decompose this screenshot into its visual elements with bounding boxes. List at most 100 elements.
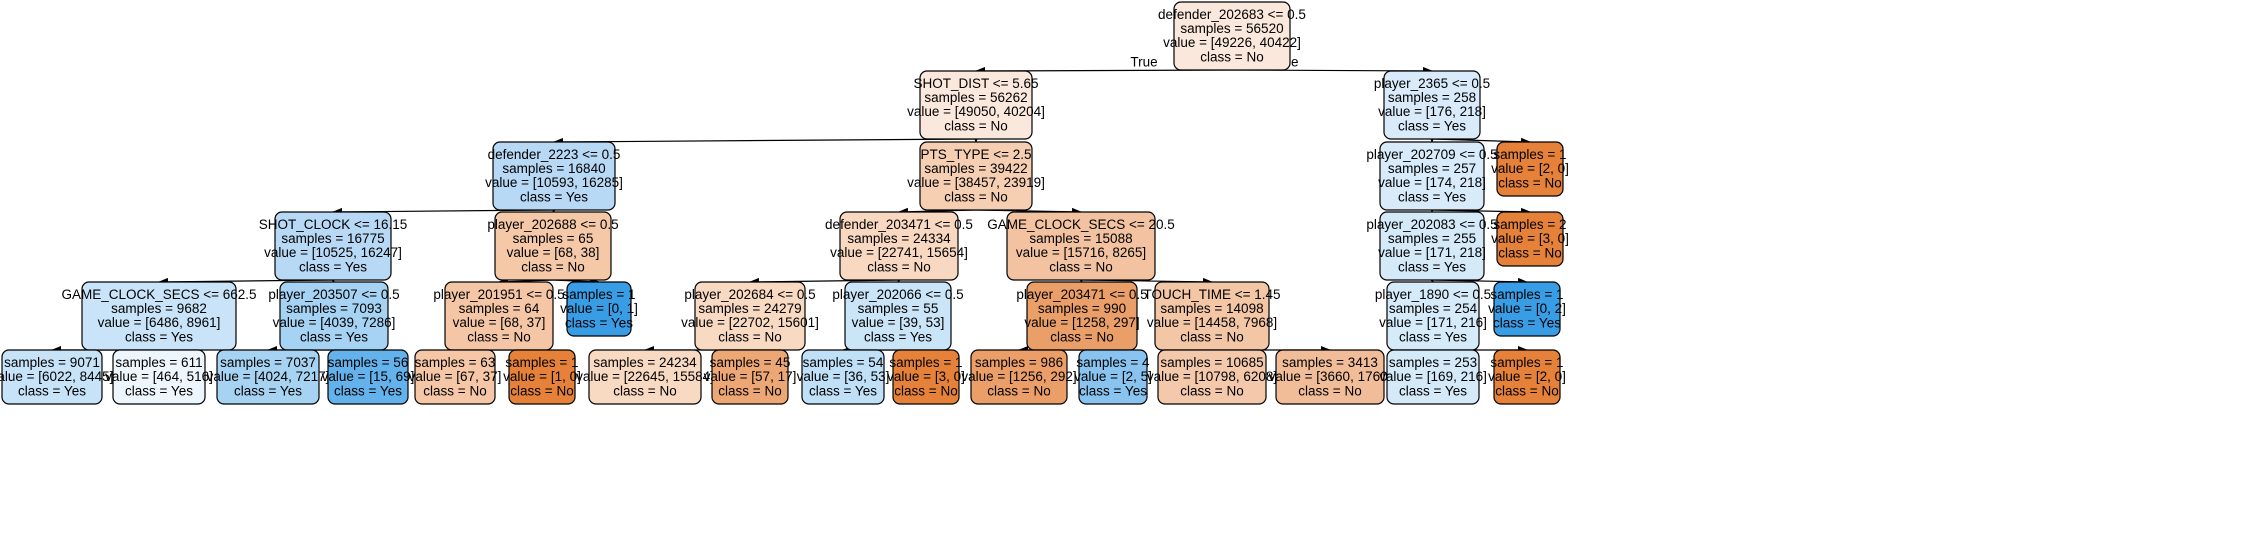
node-text-line: value = [0, 2] — [1488, 301, 1566, 316]
node-text-line: samples = 253 — [1389, 355, 1477, 370]
edge-label-true: True — [1130, 55, 1157, 70]
node-text-line: samples = 255 — [1388, 231, 1476, 246]
node-text-line: samples = 257 — [1388, 161, 1476, 176]
node-text-line: player_2365 <= 0.5 — [1374, 76, 1490, 91]
node-text-line: class = Yes — [1079, 383, 1147, 398]
node-box — [508, 349, 576, 405]
node-text-line: samples = 16775 — [281, 231, 384, 246]
node-text-line: samples = 54 — [803, 355, 884, 370]
node-text-line: class = Yes — [334, 383, 402, 398]
node-box — [112, 349, 206, 405]
node-text-line: value = [2, 0] — [1488, 369, 1566, 384]
node-box — [1275, 349, 1385, 405]
node-text-line: class = Yes — [1398, 118, 1466, 133]
node-text-line: class = No — [510, 383, 573, 398]
node-text-line: class = No — [867, 259, 930, 274]
node-box — [1493, 349, 1561, 405]
node-text-line: samples = 611 — [115, 355, 202, 370]
node-box — [1379, 141, 1485, 211]
node-text-line: samples = 56520 — [1180, 21, 1283, 36]
node-text-line: class = No — [1050, 329, 1113, 344]
node-text-line: player_202066 <= 0.5 — [832, 287, 963, 302]
node-box — [1157, 349, 1267, 405]
node-text-line: samples = 16840 — [502, 161, 605, 176]
node-text-line: GAME_CLOCK_SECS <= 20.5 — [987, 217, 1175, 232]
node-text-line: samples = 4 — [1076, 355, 1150, 370]
node-text-line: value = [22702, 15601] — [681, 315, 819, 330]
node-text-line: value = [4039, 7286] — [273, 315, 396, 330]
node-text-line: samples = 2 — [1493, 217, 1566, 232]
node-text-line: value = [10525, 16247] — [264, 245, 402, 260]
node-box — [1496, 211, 1564, 267]
node-text-line: TOUCH_TIME <= 1.45 — [1143, 287, 1280, 302]
node-text-line: player_202684 <= 0.5 — [684, 287, 815, 302]
node-text-line: value = [464, 516] — [105, 369, 213, 384]
node-text-line: class = No — [1049, 259, 1112, 274]
node-text-line: samples = 986 — [975, 355, 1063, 370]
node-text-line: class = No — [1498, 175, 1561, 190]
node-text-line: value = [171, 218] — [1378, 245, 1486, 260]
node-box — [566, 281, 632, 337]
node-box — [588, 349, 702, 405]
node-text-line: defender_202683 <= 0.5 — [1158, 7, 1306, 22]
node-box — [1383, 70, 1481, 140]
node-text-line: class = Yes — [300, 329, 368, 344]
node-text-line: value = [174, 218] — [1378, 175, 1486, 190]
node-text-line: samples = 14098 — [1160, 301, 1263, 316]
node-text-line: value = [22645, 15584] — [576, 369, 714, 384]
node-text-line: samples = 9682 — [111, 301, 207, 316]
node-text-line: player_203507 <= 0.5 — [268, 287, 399, 302]
node-text-line: samples = 10685 — [1160, 355, 1263, 370]
node-text-line: value = [2, 0] — [1491, 161, 1569, 176]
node-text-line: value = [1256, 292] — [961, 369, 1076, 384]
node-box — [414, 349, 496, 405]
node-text-line: value = [36, 53] — [797, 369, 890, 384]
node-text-line: samples = 24334 — [847, 231, 951, 246]
node-text-line: samples = 1 — [1490, 355, 1563, 370]
node-text-line: value = [171, 216] — [1379, 315, 1487, 330]
node-text-line: class = Yes — [864, 329, 932, 344]
node-text-line: class = No — [1180, 383, 1243, 398]
node-text-line: SHOT_CLOCK <= 16.15 — [259, 217, 408, 232]
node-box — [1379, 211, 1485, 281]
node-box — [1173, 1, 1291, 71]
node-text-line: samples = 64 — [459, 301, 540, 316]
node-text-line: value = [176, 218] — [1378, 104, 1486, 119]
node-text-line: value = [15, 69] — [322, 369, 415, 384]
node-text-line: player_1890 <= 0.5 — [1375, 287, 1491, 302]
node-text-line: player_202709 <= 0.5 — [1366, 147, 1497, 162]
node-text-line: value = [49050, 40204] — [907, 104, 1045, 119]
node-text-line: class = No — [944, 118, 1007, 133]
node-text-line: value = [22741, 15654] — [830, 245, 968, 260]
node-text-line: samples = 1 — [562, 287, 635, 302]
node-text-line: class = Yes — [1398, 259, 1466, 274]
node-text-line: class = No — [613, 383, 676, 398]
node-box — [839, 211, 959, 281]
node-text-line: player_203471 <= 0.5 — [1016, 287, 1147, 302]
node-text-line: value = [3660, 1760] — [1269, 369, 1392, 384]
node-text-line: class = No — [718, 383, 781, 398]
node-text-line: value = [3, 0] — [887, 369, 965, 384]
node-box — [444, 281, 554, 351]
node-text-line: value = [10593, 16285] — [485, 175, 623, 190]
node-text-line: class = Yes — [1493, 315, 1561, 330]
node-text-line: samples = 1 — [1490, 287, 1563, 302]
node-box — [494, 211, 612, 281]
node-box — [1078, 349, 1148, 405]
node-text-line: class = No — [944, 189, 1007, 204]
